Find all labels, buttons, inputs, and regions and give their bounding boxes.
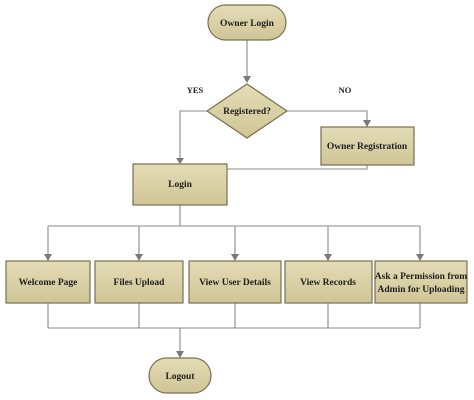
owner-login-text: Owner Login bbox=[220, 19, 275, 29]
arrowhead-records bbox=[324, 254, 332, 261]
logout-text: Logout bbox=[165, 372, 195, 382]
view-user-details-shape bbox=[188, 260, 282, 304]
view-records-text: View Records bbox=[300, 278, 356, 288]
connector-yes-branch bbox=[179, 110, 207, 160]
connector-no-branch bbox=[287, 110, 368, 122]
connector-registration-to-login bbox=[180, 165, 368, 170]
arrowhead-permission bbox=[416, 254, 424, 261]
welcome-page-text: Welcome Page bbox=[19, 278, 78, 288]
arrowhead-login bbox=[176, 158, 184, 164]
login-text: Login bbox=[168, 180, 192, 190]
node-owner-registration: Owner Registration bbox=[320, 126, 415, 166]
owner-registration-shape bbox=[320, 126, 415, 166]
welcome-page-shape bbox=[5, 260, 91, 304]
arrowhead-logout bbox=[176, 351, 184, 358]
node-ask-permission: Ask a Permission from Admin for Uploadin… bbox=[374, 260, 468, 304]
node-registered-decision: Registered? bbox=[205, 83, 289, 139]
login-shape bbox=[132, 163, 228, 206]
ask-permission-line1: Ask a Permission from bbox=[375, 272, 468, 282]
arrowhead-decision bbox=[243, 76, 251, 83]
arrowhead-details bbox=[231, 254, 239, 261]
yes-label: YES bbox=[187, 85, 204, 95]
node-logout: Logout bbox=[148, 357, 212, 394]
files-upload-shape bbox=[94, 260, 184, 304]
registered-diamond-shape bbox=[205, 83, 289, 139]
node-owner-login: Owner Login bbox=[207, 4, 287, 41]
connectors bbox=[44, 40, 424, 358]
owner-registration-text: Owner Registration bbox=[327, 142, 408, 152]
arrowhead-welcome bbox=[44, 254, 52, 261]
node-welcome-page: Welcome Page bbox=[5, 260, 91, 304]
arrowhead-files bbox=[135, 254, 143, 261]
owner-login-shape bbox=[207, 4, 287, 41]
logout-shape bbox=[148, 357, 212, 394]
arrowhead-registration bbox=[363, 120, 371, 127]
ask-permission-line2: Admin for Uploading bbox=[378, 285, 465, 295]
view-records-shape bbox=[284, 260, 373, 304]
node-view-records: View Records bbox=[284, 260, 373, 304]
node-files-upload: Files Upload bbox=[94, 260, 184, 304]
files-upload-text: Files Upload bbox=[114, 278, 166, 288]
ask-permission-shape bbox=[374, 260, 468, 304]
registered-text: Registered? bbox=[223, 107, 271, 117]
view-user-details-text: View User Details bbox=[199, 278, 271, 288]
node-login: Login bbox=[132, 163, 228, 206]
no-label: NO bbox=[339, 85, 352, 95]
node-view-user-details: View User Details bbox=[188, 260, 282, 304]
